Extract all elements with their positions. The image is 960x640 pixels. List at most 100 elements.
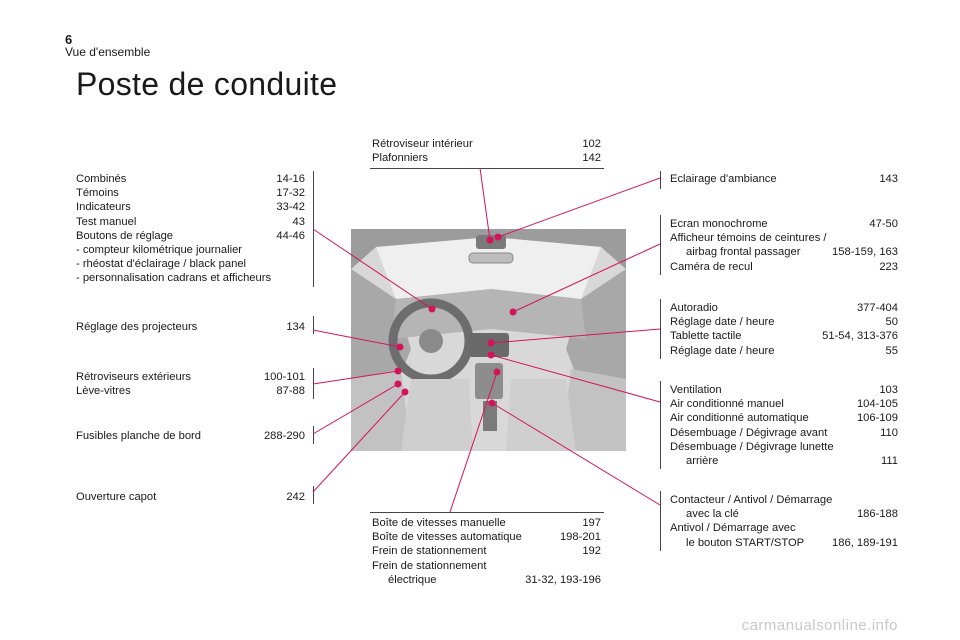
entry-page: 142 — [582, 152, 601, 165]
entry-page: 50 — [885, 316, 898, 329]
entry-label: Fusibles planche de bord — [76, 430, 202, 442]
rule-eclairage — [660, 171, 661, 189]
entry-label: airbag frontal passager — [686, 246, 801, 259]
entry-page: 134 — [286, 321, 305, 333]
index-entry: Antivol / Démarrage avec — [670, 521, 898, 535]
rule-ecran — [660, 215, 661, 275]
index-entry: Ouverture capot 242 — [76, 490, 305, 504]
entry-page: 111 — [880, 455, 898, 468]
entry-label: Afficheur témoins de ceintures / — [670, 232, 827, 245]
entry-page: 100-101 — [263, 371, 305, 383]
index-entry: - personnalisation cadrans et afficheurs — [76, 271, 305, 285]
index-entry: Réglage des projecteurs 134 — [76, 320, 305, 334]
section-name: Vue d'ensemble — [65, 45, 151, 59]
index-entry: Fusibles planche de bord 288-290 — [76, 429, 305, 443]
entry-page: 110 — [880, 426, 898, 439]
entry-page: 158-159, 163 — [832, 246, 898, 259]
entry-label: Boutons de réglage — [76, 229, 174, 242]
entry-page: 51-54, 313-376 — [822, 330, 898, 343]
entry-label: Indicateurs — [76, 201, 131, 214]
index-entry: Afficheur témoins de ceintures / — [670, 231, 898, 245]
index-entry: - rhéostat d'éclairage / black panel — [76, 257, 305, 271]
entry-page: 223 — [879, 260, 898, 273]
entry-label: Rétroviseurs extérieurs — [76, 371, 192, 383]
rule-combines — [313, 171, 314, 287]
rule-contacteur — [660, 491, 661, 551]
entry-label: Rétroviseur intérieur — [372, 138, 473, 150]
entry-page: 288-290 — [263, 430, 305, 442]
entry-page: 242 — [286, 491, 305, 503]
index-entry: Tablette tactile 51-54, 313-376 — [670, 329, 898, 343]
entry-label: Eclairage d'ambiance — [670, 173, 777, 185]
entry-page: 104-105 — [856, 398, 898, 411]
entry-page: 197 — [582, 517, 601, 529]
entry-page: 44-46 — [276, 229, 305, 242]
index-entry: Rétroviseur intérieur 102 — [372, 137, 601, 151]
entry-label: Lève-vitres — [76, 385, 131, 398]
entry-label: Antivol / Démarrage avec — [670, 522, 796, 535]
entry-label: Frein de stationnement — [372, 559, 487, 572]
index-entry: airbag frontal passager 158-159, 163 — [670, 245, 898, 259]
entry-label: Autoradio — [670, 302, 718, 314]
entry-label: - personnalisation cadrans et afficheurs — [76, 272, 272, 285]
entry-label: Combinés — [76, 173, 127, 185]
entry-label: Réglage des projecteurs — [76, 321, 198, 333]
page-number: 6 — [65, 32, 73, 47]
entry-label: - rhéostat d'éclairage / black panel — [76, 258, 247, 271]
cockpit-photo — [351, 229, 626, 451]
entry-page: 31-32, 193-196 — [525, 573, 601, 586]
rule-retro-int — [370, 168, 604, 169]
index-entry: Réglage date / heure 50 — [670, 315, 898, 329]
rule-capot — [313, 486, 314, 504]
entry-label: Test manuel — [76, 215, 137, 228]
block-fusibles: Fusibles planche de bord 288-290 — [76, 429, 305, 443]
entry-label: Ventilation — [670, 384, 722, 396]
entry-label: électrique — [388, 573, 437, 586]
index-entry: - compteur kilométrique journalier — [76, 243, 305, 257]
entry-page: 102 — [582, 138, 601, 150]
block-projecteurs: Réglage des projecteurs 134 — [76, 320, 305, 334]
index-entry: Frein de stationnement — [372, 559, 601, 573]
entry-label: - compteur kilométrique journalier — [76, 244, 243, 257]
entry-page: 33-42 — [276, 201, 305, 214]
entry-label: Tablette tactile — [670, 330, 742, 343]
entry-label: Désembuage / Dégivrage lunette — [670, 440, 834, 453]
entry-page: 377-404 — [856, 302, 898, 314]
entry-label: Ouverture capot — [76, 491, 157, 503]
index-entry: électrique 31-32, 193-196 — [372, 573, 601, 587]
entry-label: Boîte de vitesses automatique — [372, 531, 522, 544]
entry-label: Caméra de recul — [670, 260, 753, 273]
watermark: carmanualsonline.info — [741, 617, 898, 634]
index-entry: le bouton START/STOP 186, 189-191 — [670, 536, 898, 550]
rule-ventilation — [660, 381, 661, 469]
index-entry: Rétroviseurs extérieurs 100-101 — [76, 370, 305, 384]
entry-page: 186, 189-191 — [832, 536, 898, 549]
rule-boite — [370, 512, 604, 513]
entry-label: le bouton START/STOP — [686, 536, 805, 549]
block-capot: Ouverture capot 242 — [76, 490, 305, 504]
entry-page: 186-188 — [856, 508, 898, 521]
entry-label: Réglage date / heure — [670, 316, 775, 329]
entry-label: Air conditionné automatique — [670, 412, 809, 425]
entry-page: 17-32 — [276, 187, 305, 200]
entry-page: 55 — [885, 344, 898, 357]
entry-label: Contacteur / Antivol / Démarrage — [670, 494, 833, 506]
